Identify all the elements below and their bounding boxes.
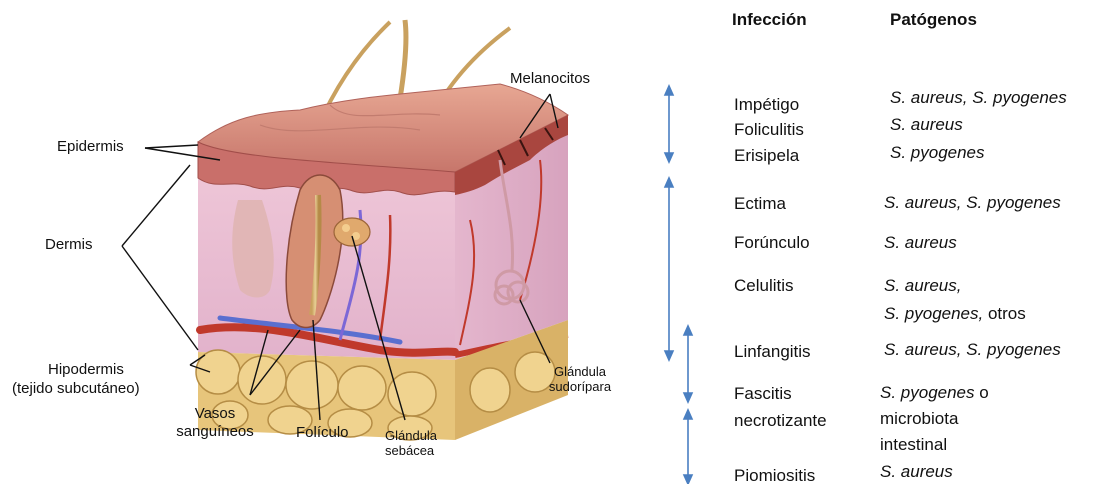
- label-epidermis: Epidermis: [57, 138, 124, 156]
- label-foliculo: Folículo: [296, 424, 349, 442]
- skin-layers-illustration: [0, 0, 700, 484]
- label-melanocitos: Melanocitos: [510, 70, 590, 88]
- label-hipodermis: Hipodermis: [48, 361, 124, 379]
- label-vasos-line1: Vasos: [160, 405, 270, 423]
- label-sudoripara-line1: Glándula: [540, 364, 620, 379]
- depth-arrows: [640, 0, 720, 484]
- sebaceous-gland: [334, 218, 370, 246]
- pathogen-piomiositis: S. aureus: [880, 461, 953, 483]
- label-sebacea-line1: Glándula: [385, 428, 437, 443]
- label-tejido-subcutaneo: (tejido subcutáneo): [12, 380, 140, 398]
- pathogen-foliculitis: S. aureus: [890, 114, 963, 136]
- pathogen-impetigo: S. aureus, S. pyogenes: [890, 87, 1067, 109]
- label-vasos-sanguineos: Vasos sanguíneos: [160, 405, 270, 441]
- infection-erisipela: Erisipela: [734, 145, 799, 167]
- label-vasos-line2: sanguíneos: [160, 423, 270, 441]
- pathogen-fascitis-line2: microbiota: [880, 408, 958, 430]
- infection-fascitis-line2: necrotizante: [734, 410, 827, 432]
- pathogen-forunculo: S. aureus: [884, 232, 957, 254]
- pathogen-celulitis-line2: S. pyogenes, otros: [884, 303, 1026, 325]
- pathogen-fascitis-line1: S. pyogenes o: [880, 382, 989, 404]
- header-patogenos: Patógenos: [890, 10, 977, 30]
- pathogen-erisipela: S. pyogenes: [890, 142, 985, 164]
- pathogen-ectima: S. aureus, S. pyogenes: [884, 192, 1061, 214]
- infection-fascitis-line1: Fascitis: [734, 383, 792, 405]
- label-glandula-sebacea: Glándula sebácea: [385, 428, 437, 458]
- infection-ectima: Ectima: [734, 193, 786, 215]
- infection-celulitis: Celulitis: [734, 275, 794, 297]
- label-glandula-sudoripara: Glándula sudorípara: [540, 364, 620, 394]
- header-infeccion: Infección: [732, 10, 807, 30]
- pathogen-celulitis-line1: S. aureus,: [884, 275, 962, 297]
- infection-linfangitis: Linfangitis: [734, 341, 811, 363]
- infection-impetigo: Impétigo: [734, 94, 799, 116]
- pathogen-fascitis-line3: intestinal: [880, 434, 947, 456]
- label-sudoripara-line2: sudorípara: [540, 379, 620, 394]
- infection-foliculitis: Foliculitis: [734, 119, 804, 141]
- label-sebacea-line2: sebácea: [385, 443, 437, 458]
- pathogen-linfangitis: S. aureus, S. pyogenes: [884, 339, 1061, 361]
- label-dermis: Dermis: [45, 236, 93, 254]
- infection-forunculo: Forúnculo: [734, 232, 810, 254]
